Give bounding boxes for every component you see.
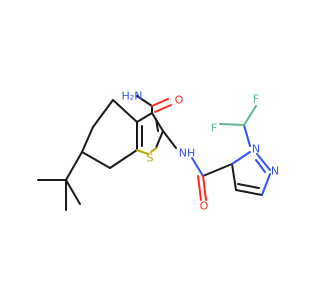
pyrazole-ring: [231, 151, 271, 196]
bond: [237, 183, 260, 189]
bond: [197, 175, 202, 201]
bond: [235, 189, 263, 196]
molecule-canvas: H₂N O S NH F F N N O: [37, 90, 280, 213]
bond: [65, 179, 81, 205]
fluorine-label-right: F: [253, 93, 259, 106]
atom-labels: H₂N O S NH F F N N O: [122, 90, 280, 213]
bond: [81, 126, 94, 153]
nh-linker: [162, 130, 204, 177]
bond: [191, 157, 204, 177]
oxygen-label-bottom: O: [200, 200, 209, 213]
bond: [231, 151, 251, 165]
nitrogen-label-n1: N: [252, 143, 260, 156]
bond: [243, 105, 257, 126]
sulfur-label: S: [147, 152, 154, 165]
nitrogen-label-n2: N: [271, 165, 279, 178]
top-carboxamide-group: [136, 95, 172, 114]
bond: [231, 163, 237, 191]
bond: [243, 124, 251, 147]
bond: [65, 151, 83, 181]
bond: [202, 163, 233, 177]
molecule-structure: H₂N O S NH F F N N O: [37, 90, 280, 213]
amine-label: H₂N: [122, 90, 143, 103]
thiophene-ring: [136, 112, 164, 155]
bond: [81, 151, 111, 169]
bond: [136, 149, 149, 155]
tert-butyl-group: [37, 151, 83, 211]
bond: [256, 153, 271, 171]
cyclohexane-ring: [81, 99, 138, 169]
bond: [92, 99, 114, 128]
oxygen-label-top: O: [175, 94, 184, 107]
nh-label: NH: [179, 147, 196, 160]
bond: [150, 147, 157, 153]
bond: [151, 98, 169, 107]
bond: [219, 123, 245, 126]
fluorine-label-left: F: [211, 122, 217, 135]
difluoromethyl-group: [219, 105, 257, 147]
bond: [136, 95, 153, 107]
bond: [162, 130, 177, 149]
bond: [136, 112, 153, 123]
bond: [112, 99, 138, 123]
bottom-carboxamide-group: [197, 163, 233, 201]
bond: [155, 130, 164, 149]
bond: [155, 118, 159, 132]
bond: [261, 173, 271, 196]
bond: [202, 175, 207, 201]
bond: [154, 104, 172, 113]
bond: [255, 159, 266, 173]
bond: [109, 149, 138, 169]
